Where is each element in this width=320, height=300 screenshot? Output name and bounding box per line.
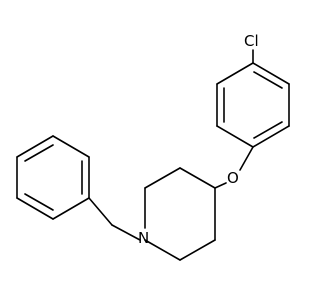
nitrogen-label: N — [138, 229, 149, 247]
bond-o-c4 — [214, 182, 227, 189]
bond — [252, 62, 290, 85]
bond — [179, 167, 216, 189]
bond-c-o — [239, 146, 254, 171]
bond — [16, 197, 54, 220]
double-bond-inner — [253, 71, 283, 89]
bond — [179, 239, 216, 261]
bond — [144, 167, 181, 189]
double-bond-inner — [24, 193, 54, 211]
oxygen-label: O — [227, 169, 239, 187]
molecule-structure-diagram: Cl O N — [16, 32, 290, 261]
bond-ch2-ring — [88, 197, 113, 226]
chlorine-label: Cl — [244, 32, 259, 50]
double-bond-inner — [253, 121, 283, 139]
bond — [216, 125, 254, 148]
chlorophenyl-ring — [216, 62, 290, 148]
bond — [252, 125, 290, 148]
piperidine-ring — [144, 167, 216, 261]
bond — [52, 197, 90, 220]
double-bond-inner — [24, 144, 54, 162]
bond — [52, 135, 90, 158]
bond — [16, 135, 54, 158]
bond — [216, 62, 254, 85]
bond — [144, 239, 181, 261]
phenyl-ring — [16, 135, 90, 220]
bond-n-ch2 — [111, 224, 141, 241]
